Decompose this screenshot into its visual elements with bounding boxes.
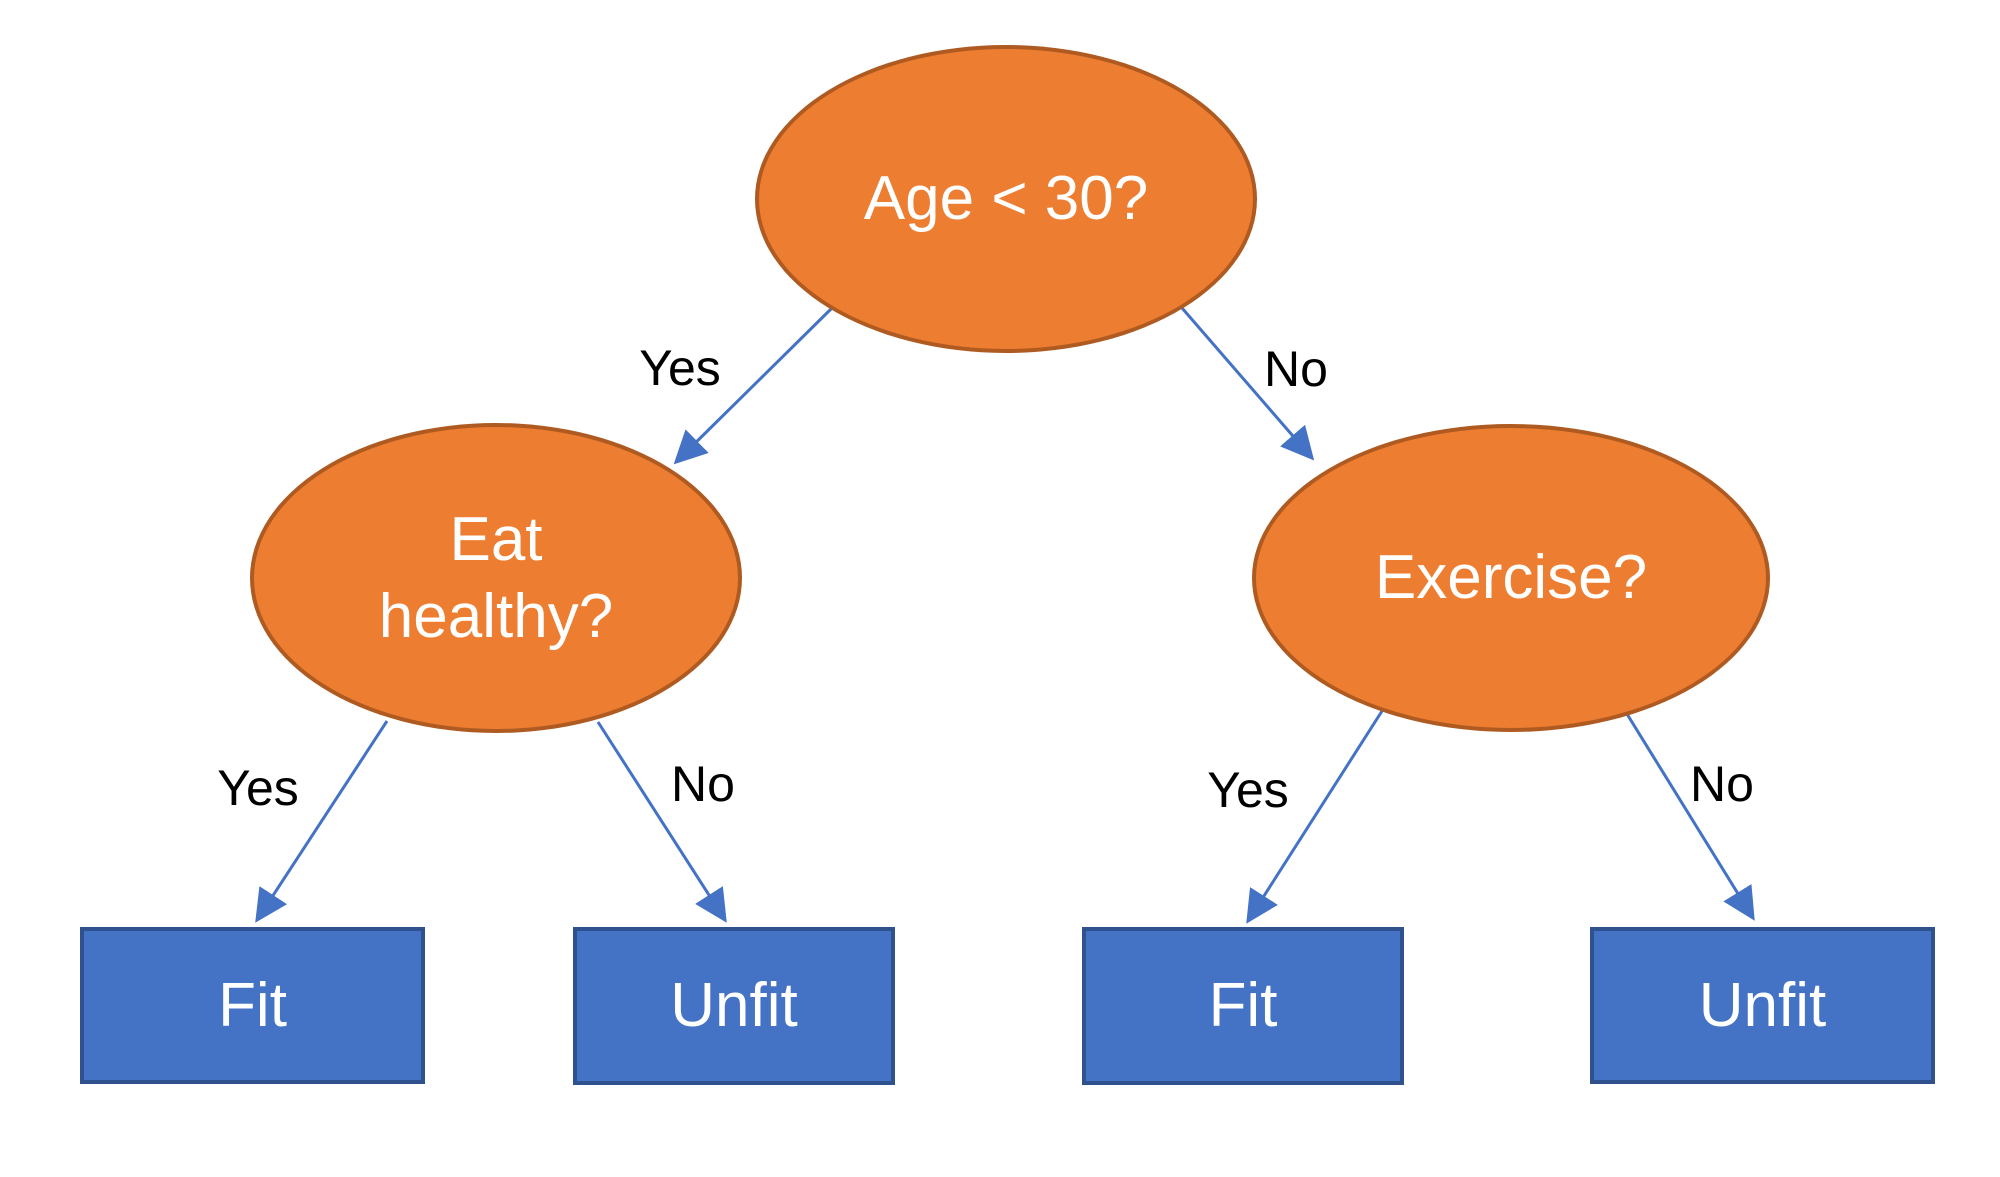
node-age-question: Age < 30?	[755, 45, 1257, 353]
connector-exercise-to-unfit	[1625, 713, 1755, 921]
edge-label-root-no: No	[1264, 341, 1328, 397]
outcome-unfit-right-label: Unfit	[1698, 970, 1827, 1040]
outcome-fit-right: Fit	[1082, 927, 1404, 1085]
edge-label-eat-healthy-no: No	[671, 756, 735, 812]
outcome-unfit-right: Unfit	[1590, 927, 1935, 1084]
connector-eat-healthy-to-unfit	[596, 721, 727, 923]
node-eat-healthy-question-label: Eat healthy?	[378, 504, 614, 652]
edge-label-root-yes: Yes	[639, 340, 721, 396]
connector-eat-healthy-to-fit	[255, 720, 389, 923]
edge-label-exercise-yes: Yes	[1207, 762, 1289, 818]
node-exercise-question: Exercise?	[1252, 424, 1770, 732]
outcome-unfit-left-label: Unfit	[670, 971, 798, 1041]
outcome-fit-left-label: Fit	[218, 970, 287, 1040]
outcome-fit-right-label: Fit	[1208, 971, 1278, 1041]
outcome-unfit-left: Unfit	[573, 927, 895, 1085]
edge-label-eat-healthy-yes: Yes	[217, 760, 299, 816]
outcome-fit-left: Fit	[80, 927, 425, 1084]
edge-label-exercise-no: No	[1690, 756, 1754, 812]
node-exercise-question-label: Exercise?	[1374, 543, 1648, 613]
node-age-question-label: Age < 30?	[863, 164, 1149, 234]
node-eat-healthy-question: Eat healthy?	[250, 423, 742, 733]
